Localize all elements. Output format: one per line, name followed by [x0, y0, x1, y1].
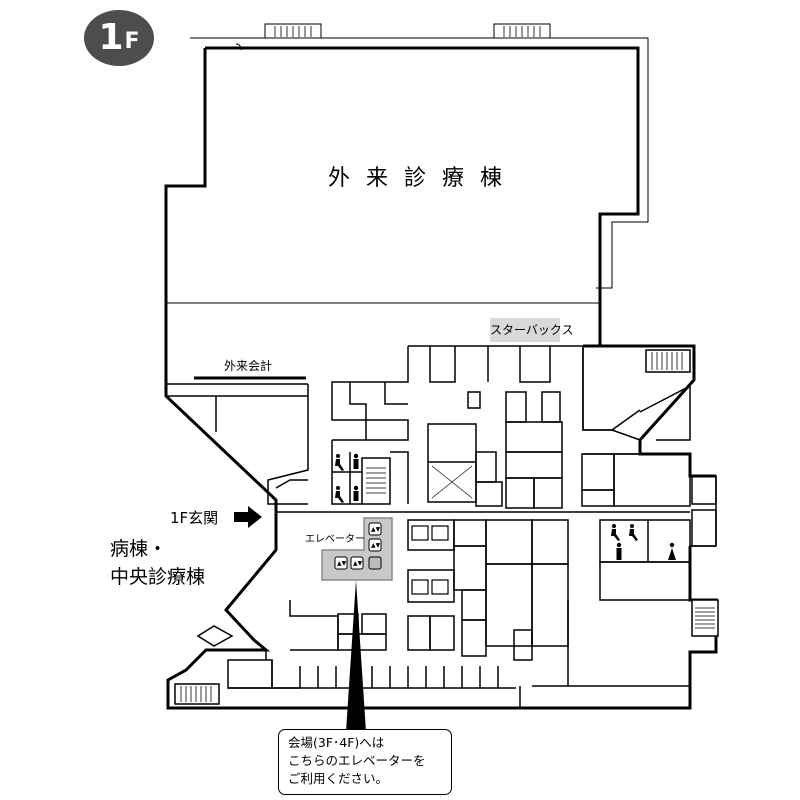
stairs-icon: [645, 349, 691, 373]
ward-label-line1: 病棟・: [110, 538, 168, 560]
notice-line1: 会場(3F･4F)へは: [288, 735, 385, 750]
interior-rooms: [166, 345, 717, 708]
accessible-toilet-icon: [335, 454, 638, 541]
elevator-icon: [334, 522, 382, 570]
starbucks-label: スターバックス: [490, 318, 574, 342]
stairs-icon: [691, 599, 719, 637]
svg-text:▲▼: ▲▼: [337, 560, 347, 567]
arrow-right-icon: [234, 506, 262, 528]
ward-label-line2: 中央診療棟: [110, 566, 206, 588]
outpatient-building-label: 外来診療棟: [328, 166, 519, 191]
svg-text:▲▼: ▲▼: [353, 560, 363, 567]
notice-line2: こちらのエレベーターを: [288, 753, 426, 768]
notice-line3: ご利用ください。: [288, 771, 389, 786]
floor-letter: F: [124, 29, 140, 54]
ward-building-label: 病棟・ 中央診療棟: [110, 535, 205, 591]
female-toilet-icon: [668, 542, 676, 560]
svg-text:▲▼: ▲▼: [371, 526, 381, 533]
outpatient-building-wall: [164, 46, 640, 346]
stairs-icon: [361, 457, 391, 505]
outpatient-accounting-label: 外来会計: [224, 359, 273, 373]
elevator-label: エレベーター: [305, 534, 365, 545]
stairs-icon: [174, 683, 220, 705]
rooftop-vents: [264, 23, 551, 39]
entrance-label: 1F玄関: [170, 509, 219, 527]
svg-text:▲▼: ▲▼: [371, 542, 381, 549]
elevator-notice: 会場(3F･4F)へは こちらのエレベーターを ご利用ください。: [278, 729, 452, 795]
floor-number: 1: [98, 17, 124, 58]
floor-badge: 1 F: [84, 10, 154, 66]
windows: [411, 525, 449, 595]
notice-pointer: [346, 580, 366, 732]
male-toilet-icon: [353, 453, 622, 560]
roof-outline: [190, 37, 649, 289]
